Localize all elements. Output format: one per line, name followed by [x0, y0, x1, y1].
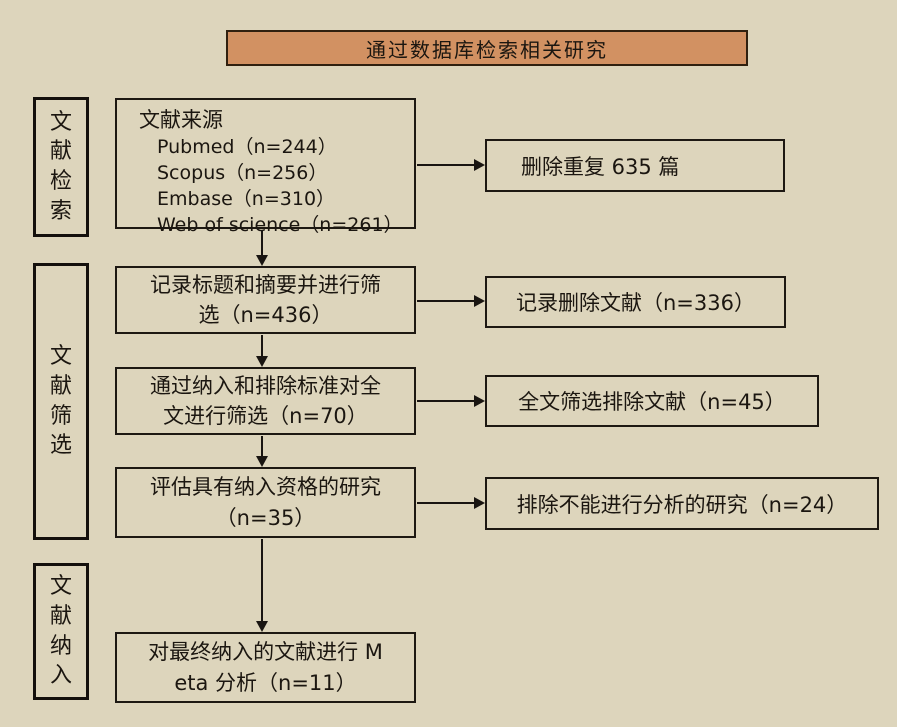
stage-label-literature-search: 文献检索 — [49, 109, 72, 224]
exclusion-box-duplicates-label: 删除重复 635 篇 — [521, 154, 680, 179]
arrow-right-to-records-removed-icon — [417, 300, 483, 302]
exclusion-box-fulltext-excluded-label: 全文筛选排除文献（n=45） — [518, 390, 786, 414]
arrow-right-to-duplicates-icon — [417, 164, 483, 166]
flow-box-title-abstract-screening: 记录标题和摘要并进行筛选（n=436） — [115, 266, 416, 334]
arrow-down-screening-to-fulltext-icon — [261, 335, 263, 365]
source-scopus: Scopus（n=256） — [157, 162, 328, 184]
arrow-down-fulltext-to-eligibility-icon — [261, 436, 263, 465]
stage-box-literature-inclusion: 文献纳入 — [33, 563, 89, 700]
top-banner-label: 通过数据库检索相关研究 — [366, 37, 608, 62]
source-pubmed: Pubmed（n=244） — [157, 136, 337, 158]
stage-box-literature-search: 文献检索 — [33, 97, 89, 237]
flow-box-database-sources: 文献来源 Pubmed（n=244） Scopus（n=256） Embase（… — [115, 98, 416, 236]
arrow-down-eligibility-to-meta-icon — [261, 539, 263, 630]
flow-box-eligibility-assessment: 评估具有纳入资格的研究（n=35） — [115, 467, 416, 538]
exclusion-box-not-analyzable: 排除不能进行分析的研究（n=24） — [485, 477, 879, 530]
top-banner: 通过数据库检索相关研究 — [226, 30, 748, 66]
exclusion-box-records-removed-label: 记录删除文献（n=336） — [516, 291, 755, 315]
exclusion-box-records-removed: 记录删除文献（n=336） — [485, 276, 786, 328]
stage-label-literature-inclusion: 文献纳入 — [49, 574, 72, 689]
flow-box-title-abstract-screening-label: 记录标题和摘要并进行筛选（n=436） — [150, 272, 381, 327]
flow-box-fulltext-screening-label: 通过纳入和排除标准对全文进行筛选（n=70） — [150, 373, 381, 428]
arrow-right-to-fulltext-excluded-icon — [417, 400, 483, 402]
exclusion-box-fulltext-excluded: 全文筛选排除文献（n=45） — [485, 375, 819, 427]
arrow-right-to-not-analyzable-icon — [417, 502, 483, 504]
stage-label-literature-screening: 文献筛选 — [49, 344, 72, 459]
flow-box-fulltext-screening: 通过纳入和排除标准对全文进行筛选（n=70） — [115, 367, 416, 435]
flow-box-meta-analysis-label: 对最终纳入的文献进行 Meta 分析（n=11） — [148, 640, 383, 695]
source-embase: Embase（n=310） — [157, 188, 336, 210]
exclusion-box-duplicates: 删除重复 635 篇 — [485, 139, 785, 192]
sources-title: 文献来源 — [139, 108, 223, 132]
source-web-of-science: Web of science（n=261） — [157, 214, 403, 236]
arrow-down-sources-to-screening-icon — [261, 230, 263, 264]
stage-box-literature-screening: 文献筛选 — [33, 263, 89, 540]
flow-box-meta-analysis: 对最终纳入的文献进行 Meta 分析（n=11） — [115, 632, 416, 703]
flow-box-eligibility-assessment-label: 评估具有纳入资格的研究（n=35） — [150, 475, 381, 530]
exclusion-box-not-analyzable-label: 排除不能进行分析的研究（n=24） — [516, 492, 848, 517]
